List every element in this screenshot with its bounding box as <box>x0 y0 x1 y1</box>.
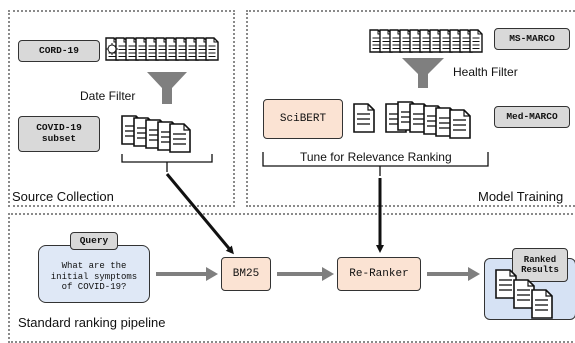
tune-brace <box>262 152 489 176</box>
model-training-panel <box>246 10 575 207</box>
query-label: Query <box>79 234 109 246</box>
results-line1: Ranked <box>523 254 557 265</box>
date-filter-funnel-icon <box>147 72 187 104</box>
medmarco-doc-stack <box>385 101 471 139</box>
scibert-label: SciBERT <box>279 112 327 125</box>
virus-icon <box>106 43 118 55</box>
bm25-label: BM25 <box>232 267 260 280</box>
query-line3: of COVID-19? <box>61 282 127 293</box>
msmarco-doc-stack <box>369 29 483 53</box>
diagram-graphics <box>105 29 553 319</box>
pipeline-arrow-query-bm25 <box>156 267 218 281</box>
single-doc-icon <box>353 103 375 133</box>
query-line2: initial symptoms <box>50 271 138 282</box>
query-text-box: What are the initial symptoms of COVID-1… <box>38 245 150 303</box>
results-line2: Results <box>521 265 559 275</box>
pipeline-arrow-reranker-results <box>427 267 480 281</box>
date-filter-label: Date Filter <box>80 89 136 103</box>
health-filter-funnel-icon <box>402 58 444 88</box>
health-filter-label: Health Filter <box>453 65 518 79</box>
subset-label-line1: COVID-19 <box>36 122 82 134</box>
cord19-label: CORD-19 <box>39 44 79 56</box>
query-tag: Query <box>70 232 118 250</box>
subset-brace <box>121 154 213 172</box>
cord19-box: CORD-19 <box>18 40 100 62</box>
reranker-label: Re-Ranker <box>349 267 409 280</box>
covid19-subset-box: COVID-19 subset <box>18 116 100 152</box>
bm25-box: BM25 <box>221 257 271 291</box>
medmarco-box: Med-MARCO <box>494 106 570 128</box>
pipeline-arrow-bm25-reranker <box>277 267 334 281</box>
tune-label: Tune for Relevance Ranking <box>300 150 452 164</box>
query-line1: What are the <box>61 260 127 271</box>
subset-label-line2: subset <box>41 133 77 144</box>
source-collection-title: Source Collection <box>12 189 114 204</box>
medmarco-label: Med-MARCO <box>506 110 558 122</box>
ranked-results-doc-stack <box>495 269 553 319</box>
covid19-subset-doc-stack <box>121 115 191 153</box>
scibert-box: SciBERT <box>263 99 343 139</box>
pipeline-title: Standard ranking pipeline <box>18 315 166 330</box>
reranker-box: Re-Ranker <box>337 257 421 291</box>
msmarco-box: MS-MARCO <box>494 28 570 50</box>
arrow-subset-to-bm25 <box>165 173 234 255</box>
ranked-results-tag: Ranked Results <box>512 248 568 282</box>
source-collection-panel <box>8 10 235 207</box>
msmarco-label: MS-MARCO <box>509 32 555 44</box>
model-training-title: Model Training <box>478 189 564 204</box>
cord19-doc-stack <box>105 37 219 61</box>
